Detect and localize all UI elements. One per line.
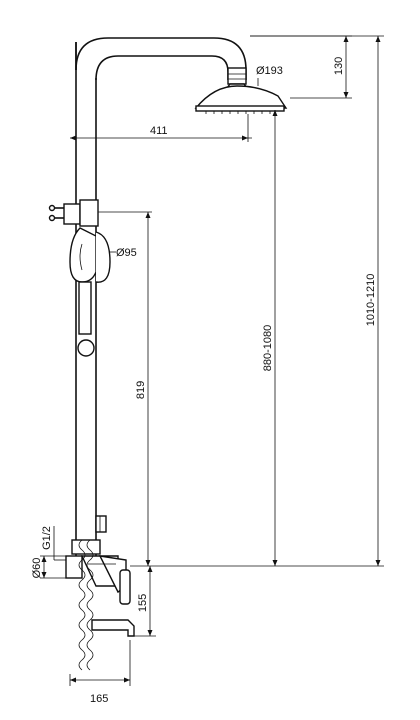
shower-head-nozzles [205,111,271,114]
label-mixer-height: 155 [137,594,149,612]
shower-arm [75,37,247,81]
upper-wall-bracket [48,199,99,227]
label-inlet-thread: G1/2 [41,526,53,550]
label-rail-to-outlet: 819 [135,381,147,399]
label-mixer-depth: 165 [90,693,108,705]
label-head-diameter: Ø193 [256,65,283,77]
hand-shower [69,227,111,357]
label-inlet-diameter: Ø60 [31,558,43,579]
bath-spout [91,619,135,637]
dimension-arrows [41,36,381,683]
mixer-valve [65,539,131,605]
shower-hose [78,539,94,671]
label-arm-reach: 411 [150,125,168,137]
dimension-lines [40,35,384,686]
label-hand-shower-diameter: Ø95 [116,247,137,259]
shower-head [194,67,288,114]
label-arm-height: 130 [333,57,345,75]
label-overall-height: 1010-1210 [365,274,377,327]
label-head-to-outlet: 880-1080 [262,325,274,372]
lower-slider [95,515,107,533]
